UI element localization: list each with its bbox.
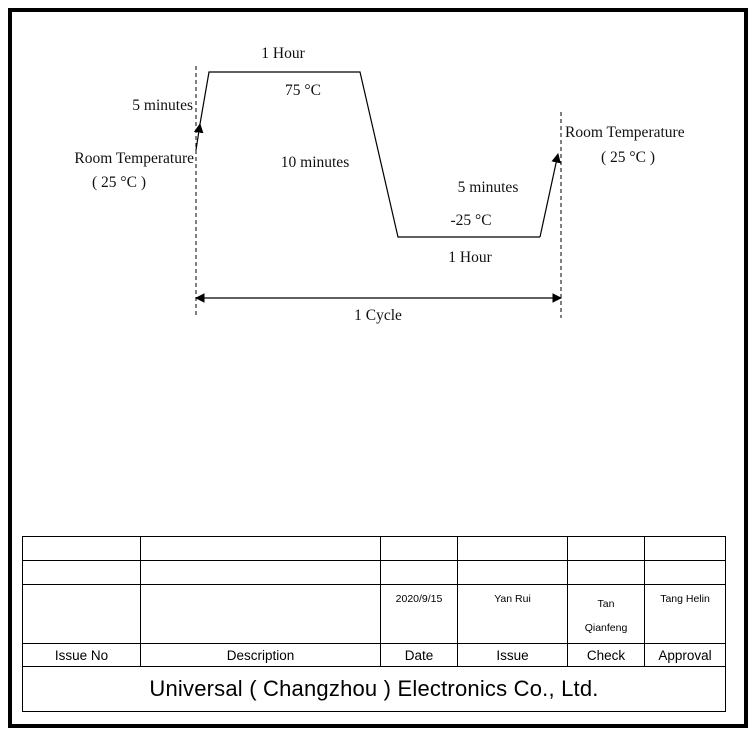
empty-cell: [141, 585, 381, 643]
table-row: [23, 537, 725, 561]
header-issue: Issue: [458, 644, 568, 666]
revision-table: 2020/9/15 Yan Rui Tan Qianfeng Tang Heli…: [22, 536, 726, 667]
table-row: [23, 561, 725, 585]
empty-cell: [458, 537, 568, 560]
empty-cell: [23, 585, 141, 643]
label-ramp-down: 10 minutes: [281, 154, 349, 171]
record-issue: Yan Rui: [458, 585, 568, 643]
ramp-up-left-arrow: [193, 123, 204, 151]
company-name: Universal ( Changzhou ) Electronics Co.,…: [149, 676, 599, 701]
label-room-temp-left-line1: Room Temperature: [74, 150, 194, 167]
label-cycle: 1 Cycle: [354, 307, 402, 324]
record-approval: Tang Helin: [660, 593, 710, 605]
label-high-temp: 75 °C: [285, 82, 321, 99]
ramp-up-right-arrow: [539, 153, 561, 238]
header-issue-no: Issue No: [23, 644, 141, 666]
label-low-duration: 1 Hour: [448, 249, 492, 266]
label-high-duration: 1 Hour: [261, 45, 305, 62]
label-ramp-up-left: 5 minutes: [132, 97, 193, 114]
empty-cell: [645, 537, 725, 560]
empty-cell: [645, 561, 725, 584]
label-room-temp-right-line1: Room Temperature: [565, 124, 685, 141]
empty-cell: [568, 561, 645, 584]
empty-cell: [23, 561, 141, 584]
header-date: Date: [381, 644, 458, 666]
record-date: 2020/9/15: [381, 585, 458, 643]
label-low-temp: -25 °C: [450, 212, 491, 229]
empty-cell: [381, 537, 458, 560]
label-ramp-up-right: 5 minutes: [458, 179, 519, 196]
empty-cell: [458, 561, 568, 584]
record-check: Tan Qianfeng: [568, 585, 645, 643]
empty-cell: [23, 537, 141, 560]
label-room-temp-right-line2: ( 25 °C ): [601, 149, 655, 166]
header-description: Description: [141, 644, 381, 666]
empty-cell: [568, 537, 645, 560]
label-room-temp-left-line2: ( 25 °C ): [92, 174, 146, 191]
drawing-sheet: 1 Hour 75 °C 5 minutes Room Temperature …: [8, 8, 748, 728]
header-approval: Approval: [658, 647, 712, 663]
temperature-profile-line: [199, 71, 540, 238]
thermal-cycle-diagram: 1 Hour 75 °C 5 minutes Room Temperature …: [74, 45, 685, 324]
empty-cell: [141, 561, 381, 584]
header-check: Check: [568, 644, 645, 666]
title-block-area: 2020/9/15 Yan Rui Tan Qianfeng Tang Heli…: [22, 536, 726, 712]
empty-cell: [381, 561, 458, 584]
empty-cell: [141, 537, 381, 560]
company-footer: Universal ( Changzhou ) Electronics Co.,…: [22, 667, 726, 712]
table-row: 2020/9/15 Yan Rui Tan Qianfeng Tang Heli…: [23, 585, 725, 644]
table-header-row: Issue No Description Date Issue Check Ap…: [23, 644, 725, 666]
